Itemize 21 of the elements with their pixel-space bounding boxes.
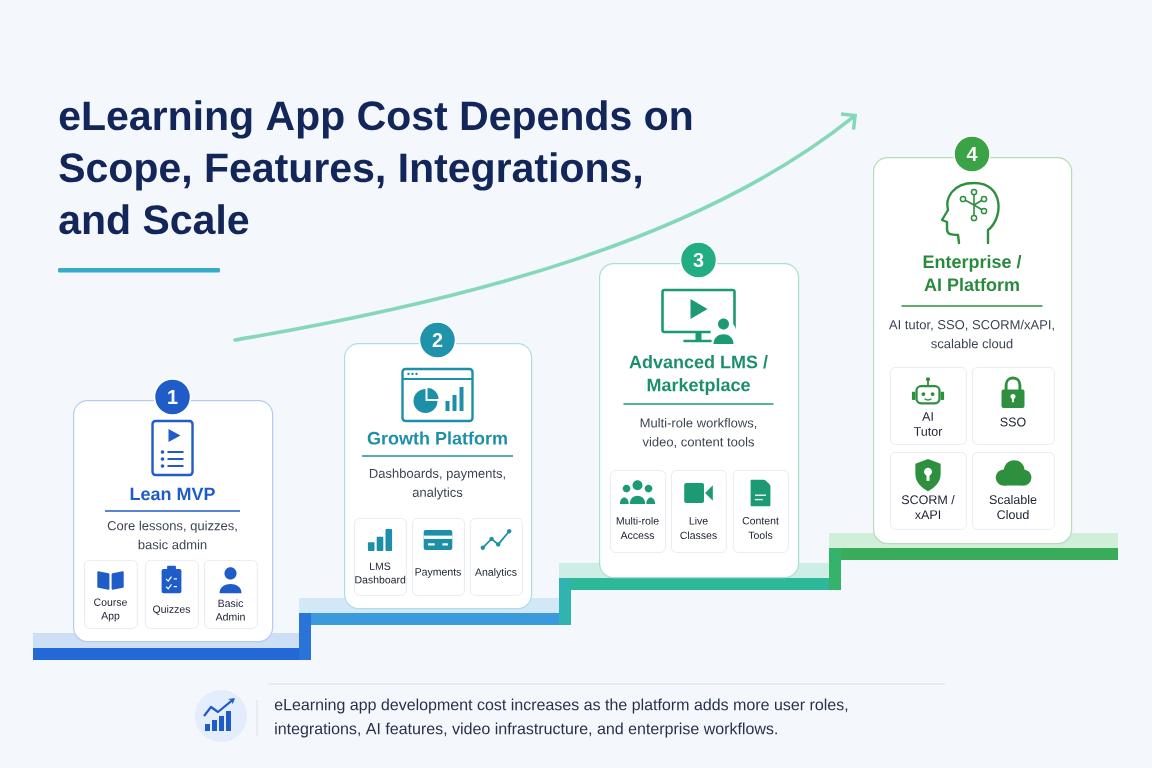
feature-tile: Basic Admin — [204, 560, 258, 629]
card-description: AI tutor, SSO, SCORM/xAPI, scalable cloud — [888, 319, 1054, 349]
step-badge: 2 — [418, 321, 457, 359]
feature-tile: Multi-role Access — [610, 470, 666, 553]
card-description: Multi-role workflows, video, content tools — [640, 417, 757, 449]
card-description: Core lessons, quizzes, basic admin — [107, 520, 237, 550]
card-title: Growth Platform — [367, 431, 507, 445]
card-description: Dashboards, payments, analytics — [369, 468, 505, 500]
card-title: Lean MVP — [130, 487, 215, 501]
step-badge: 4 — [953, 135, 991, 173]
title: eLearning App Cost Depends on Scope, Features, Integrations, and Scale — [59, 100, 692, 235]
feature-tile: LMS Dashboard — [354, 518, 407, 596]
step-badge: 1 — [153, 378, 192, 416]
card-title: Enterprise / AI Platform — [923, 254, 1022, 292]
feature-tile: Analytics — [470, 518, 523, 596]
summary-text: eLearning app development cost increases as the platform adds more user roles, integrations, AI features, video infrastructure, and enterprise workflows. — [274, 698, 848, 738]
feature-tile: SSO — [972, 367, 1055, 445]
feature-tile: Live Classes — [671, 470, 727, 553]
step-badge: 3 — [679, 241, 718, 279]
card-title: Advanced LMS / Marketplace — [629, 355, 768, 395]
feature-tile: AI Tutor — [890, 367, 967, 445]
